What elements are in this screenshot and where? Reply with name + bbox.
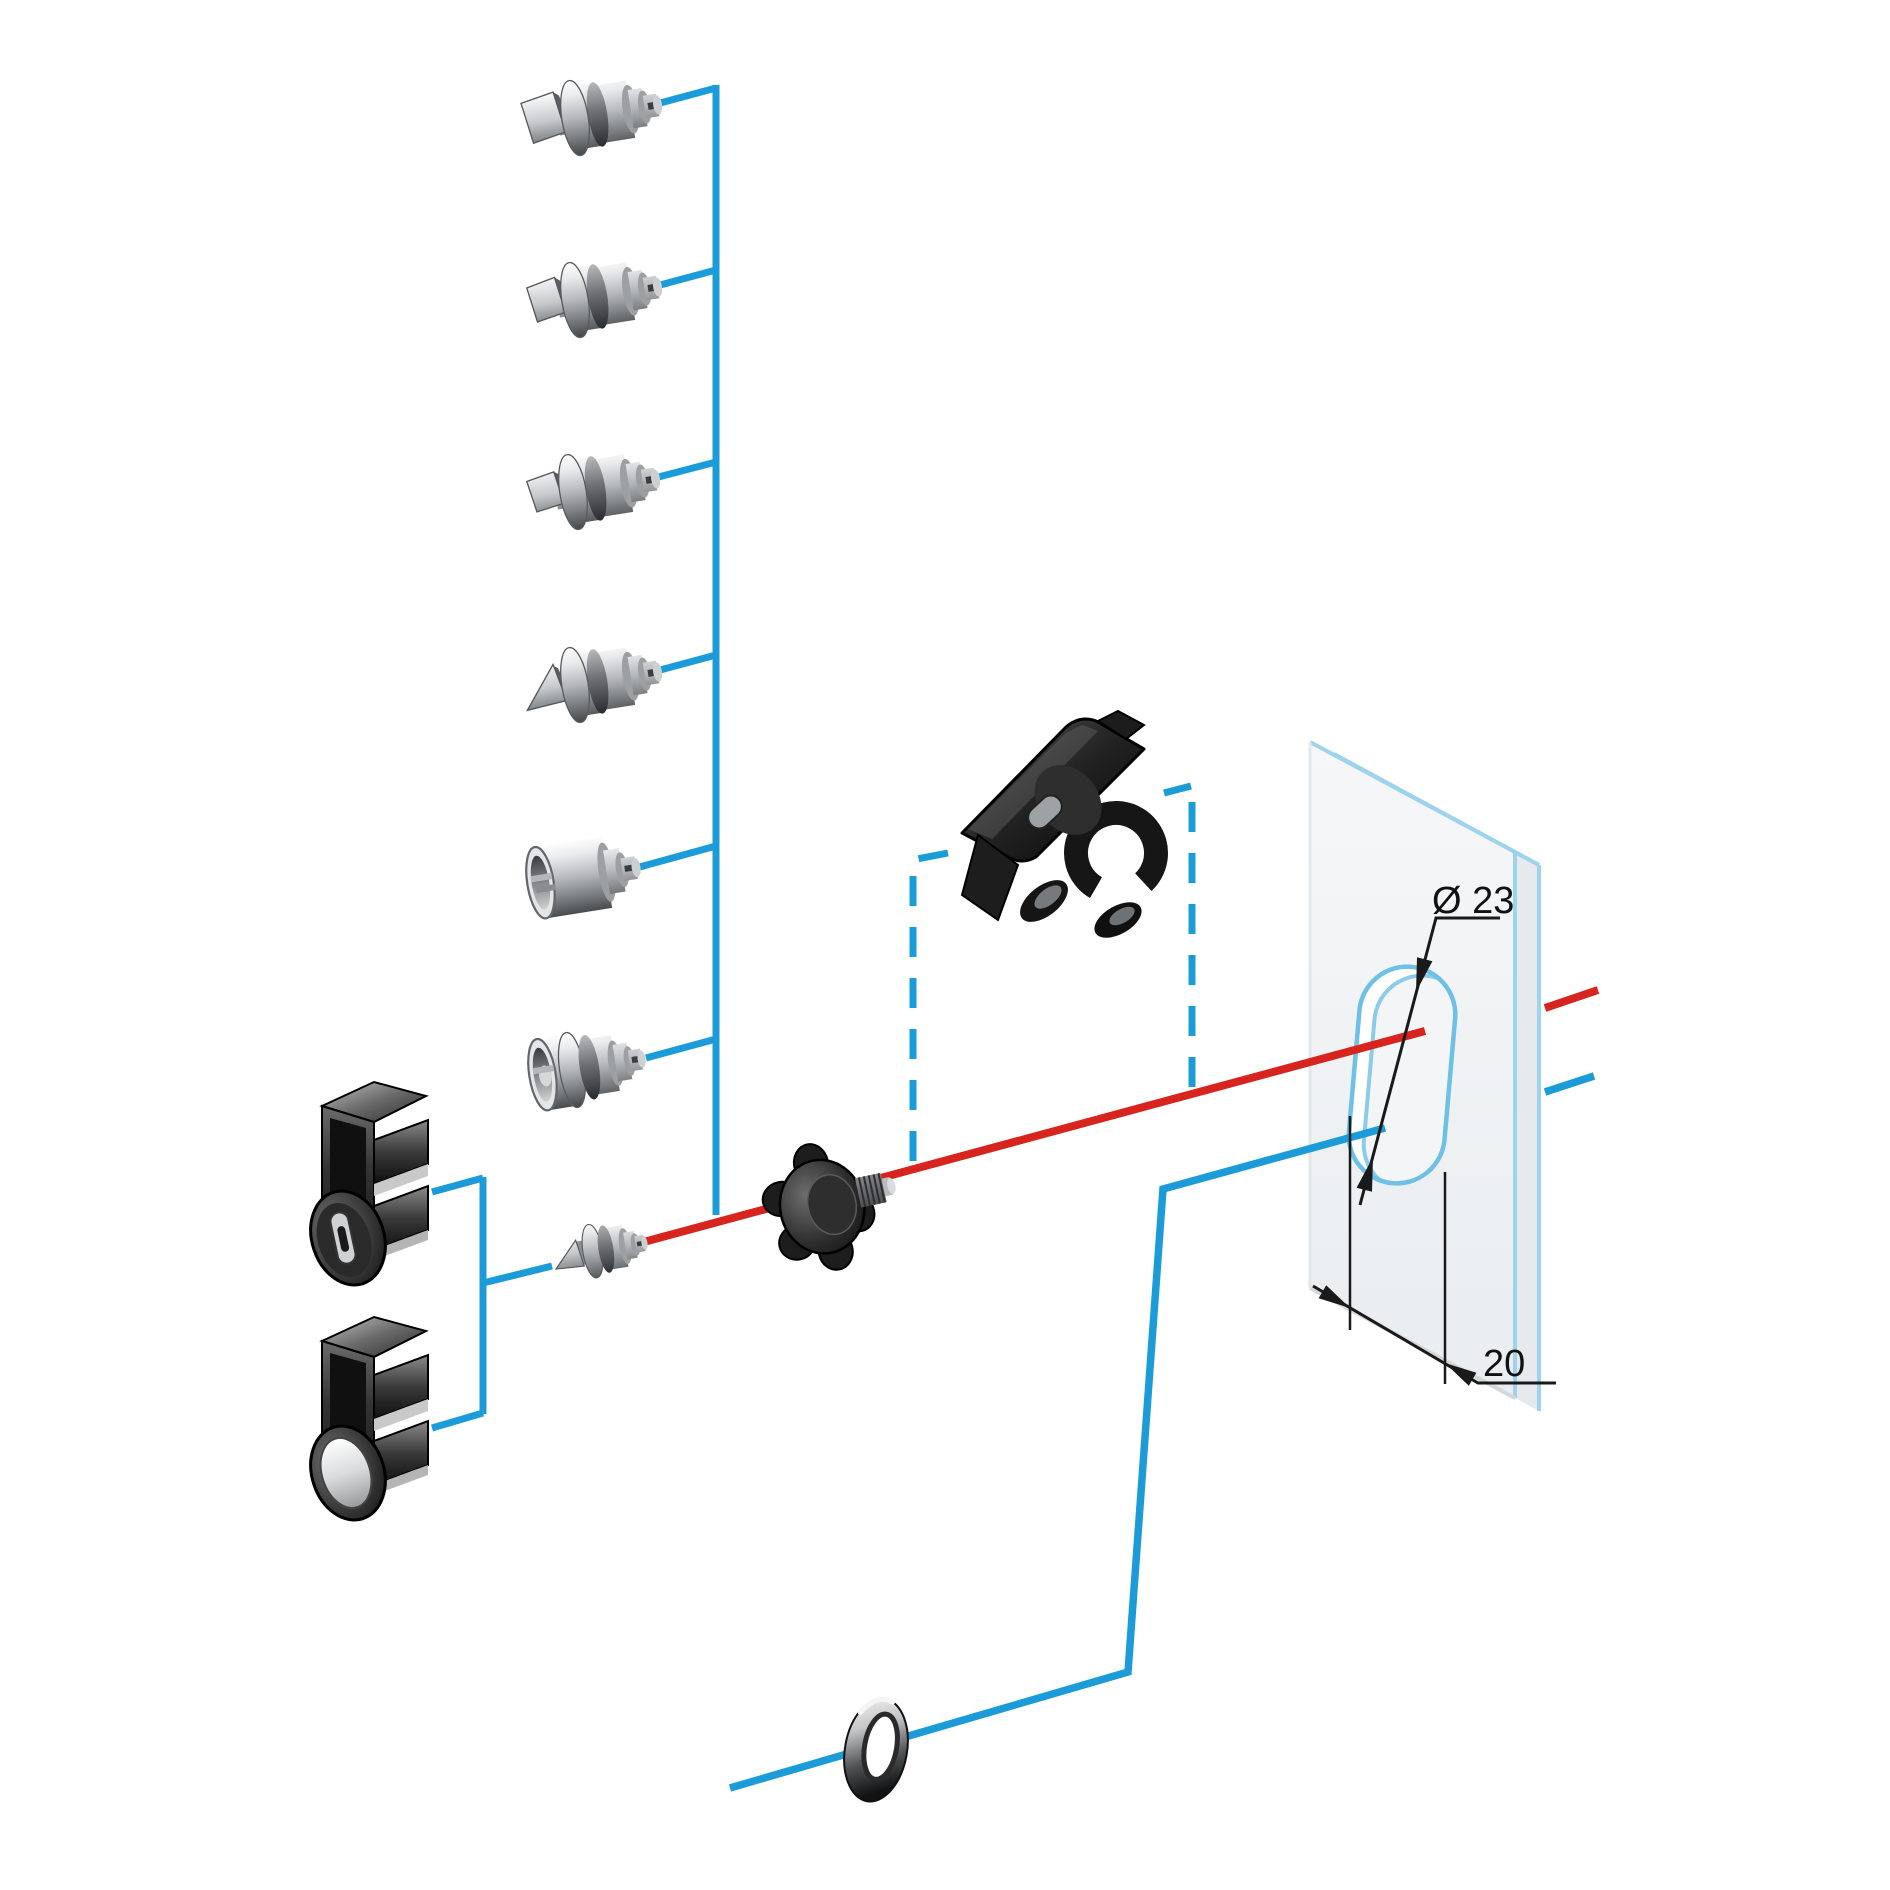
insert-square-small xyxy=(525,453,661,531)
insert-triangle xyxy=(526,646,663,724)
knob-threaded-stub xyxy=(854,1172,896,1208)
insert-socket xyxy=(525,836,641,920)
mounting-panel xyxy=(1308,740,1541,1411)
guide-lines-locks xyxy=(431,1174,553,1432)
hole-diameter-label: Ø 23 xyxy=(1432,880,1514,922)
keyway xyxy=(329,1211,357,1265)
arrowhead xyxy=(1445,1363,1477,1386)
panel-front-face xyxy=(1310,742,1515,1398)
insert-cone xyxy=(554,1223,648,1279)
lock-plain xyxy=(309,1315,429,1522)
arrowhead xyxy=(1318,1285,1350,1308)
panel-edges xyxy=(1309,740,1541,1411)
retaining-clip xyxy=(960,709,1168,938)
wing-knob xyxy=(761,1143,896,1271)
insert-square-medium xyxy=(525,261,663,339)
insert-square-large xyxy=(520,79,663,157)
arrowhead xyxy=(1356,1157,1373,1192)
dimension-hole-width: 20 xyxy=(1312,1116,1556,1386)
dimension-hole-diameter: Ø 23 xyxy=(1356,880,1514,1206)
guide-line-washer xyxy=(728,1072,1596,1792)
guide-lines-column xyxy=(635,84,720,1215)
panel-side-face xyxy=(1515,852,1539,1411)
panel-cutout xyxy=(1346,964,1458,1186)
lock-keyed xyxy=(309,1080,429,1287)
washer xyxy=(843,1696,909,1803)
clip-position xyxy=(909,782,1196,1168)
arrowhead xyxy=(1416,957,1433,992)
hole-width-label: 20 xyxy=(1483,1343,1525,1385)
insert-socket-flanged xyxy=(527,1031,646,1112)
